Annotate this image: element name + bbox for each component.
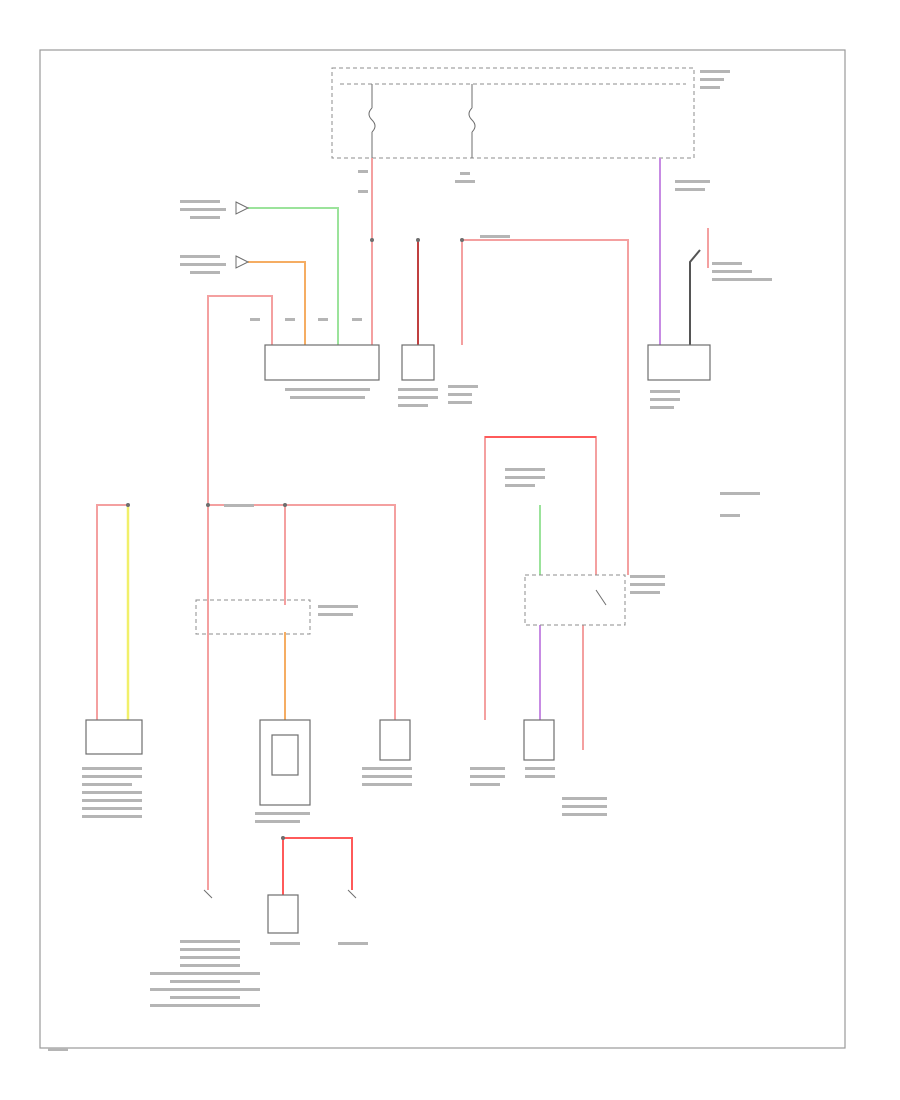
junction-1 — [370, 238, 374, 242]
wire-red-bottom — [282, 837, 353, 895]
module-small-center — [401, 344, 435, 381]
wire-pink-upper-right — [461, 239, 629, 575]
relay-box-mid-left — [195, 599, 311, 635]
connector-orange — [235, 255, 250, 269]
wire-pink-far-left — [96, 504, 128, 720]
fuse-top-left — [368, 84, 376, 158]
junction-7 — [460, 238, 464, 242]
junction-2 — [206, 503, 210, 507]
wire-orange — [248, 261, 306, 345]
instrument-cluster — [259, 719, 311, 806]
wire-pink-left-main — [207, 295, 273, 890]
junction-4 — [126, 503, 130, 507]
module-right-top — [647, 344, 711, 381]
diagram-frame — [39, 49, 846, 1049]
junction-5 — [281, 836, 285, 840]
relay-box-right — [524, 574, 626, 626]
module-mid — [379, 719, 411, 761]
instrument-cluster-inner — [271, 734, 299, 776]
connector-green — [235, 201, 250, 215]
junction-3 — [283, 503, 287, 507]
module-bottom — [267, 894, 299, 934]
fuse-panel-top — [331, 67, 695, 159]
illegible-labels — [48, 70, 772, 1051]
fuse-top-right — [468, 84, 476, 158]
relay-switch — [595, 589, 607, 606]
wire-pink-mid-branch — [208, 504, 396, 720]
ground-right-bottom — [347, 889, 357, 899]
wire-green — [248, 207, 339, 345]
ground-left-bottom — [203, 889, 213, 899]
connector-left — [85, 719, 143, 755]
junction-6 — [416, 238, 420, 242]
control-module-wide — [264, 344, 380, 381]
wire-dark-gray-right — [689, 249, 701, 345]
module-lower-right — [523, 719, 555, 761]
